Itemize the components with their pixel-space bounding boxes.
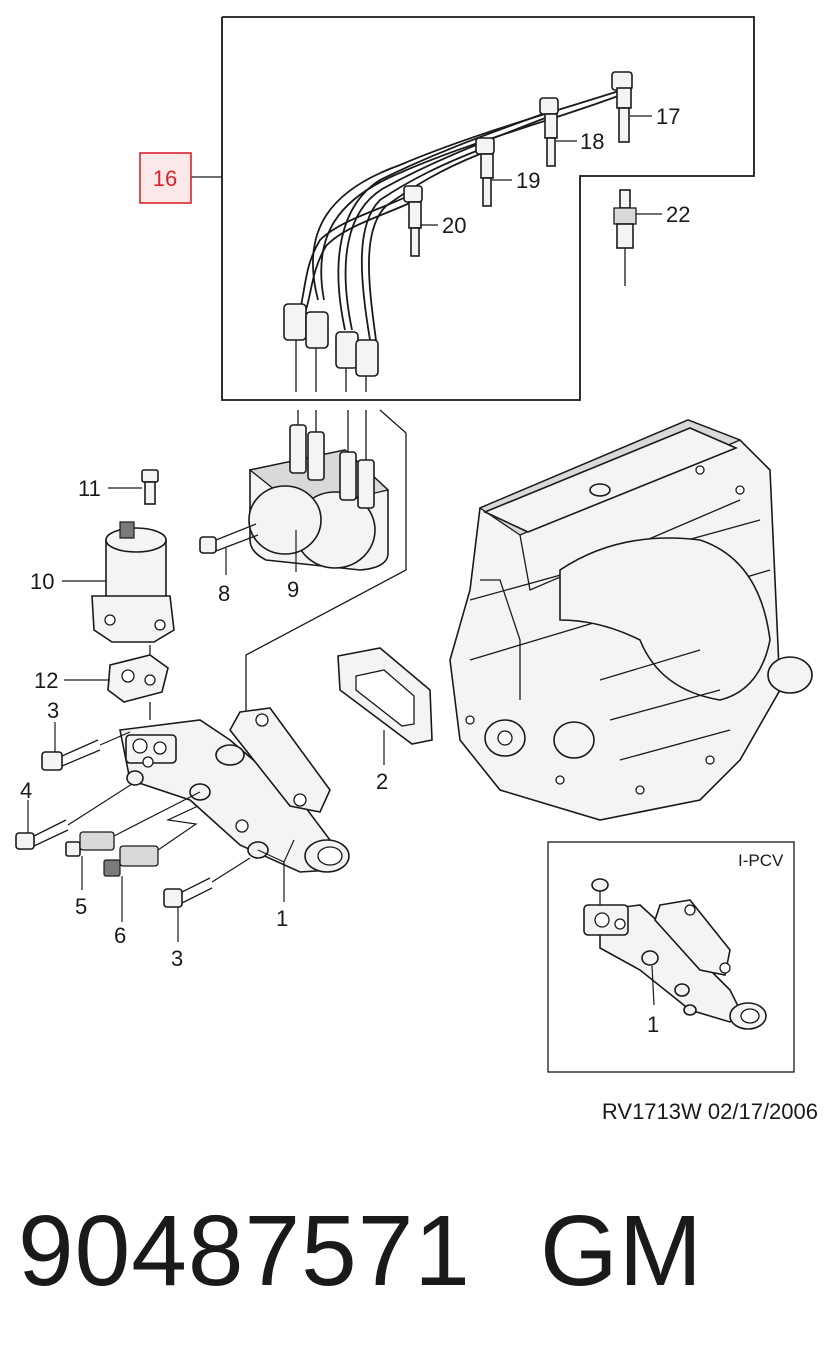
- ipcv-inset: [547, 841, 795, 1073]
- callout-17: 17: [656, 104, 680, 129]
- egr-gasket: [64, 645, 169, 720]
- callout-2: 2: [376, 769, 388, 794]
- ignition-coil: [245, 409, 407, 740]
- inset-callout-1: 1: [647, 1012, 659, 1037]
- callout-22: 22: [666, 202, 690, 227]
- callout-11: 11: [78, 476, 101, 501]
- wire-callout-leaders: [191, 115, 662, 226]
- egr-bolt: [108, 469, 159, 505]
- callout-16: 16: [153, 166, 177, 191]
- drawing-code: RV1713W 02/17/2006: [602, 1099, 818, 1124]
- egr-adapter-housing: [119, 707, 350, 902]
- callout-9: 9: [287, 577, 299, 602]
- callout-3a: 3: [47, 698, 59, 723]
- part-number: 90487571: [18, 1195, 471, 1307]
- pressure-sensor: [103, 805, 199, 922]
- housing-bolt-upper: [41, 722, 131, 771]
- manifold-gasket: [337, 647, 433, 765]
- callout-5: 5: [75, 894, 87, 919]
- engine-assembly: [449, 419, 813, 821]
- housing-bolt-left: [15, 783, 133, 850]
- callout-10: 10: [30, 569, 54, 594]
- callout-3b: 3: [171, 946, 183, 971]
- ignition-wire-set-group: [221, 16, 755, 401]
- callout-20: 20: [442, 213, 466, 238]
- brand-name: GM: [540, 1195, 703, 1307]
- temperature-sensor: [65, 791, 201, 890]
- callout-12: 12: [34, 668, 58, 693]
- callout-4: 4: [20, 778, 32, 803]
- callout-6: 6: [114, 923, 126, 948]
- coil-bolt: [199, 523, 259, 575]
- housing-bolt-lower: [163, 857, 251, 942]
- callout-8: 8: [218, 581, 230, 606]
- spark-plug: [613, 189, 637, 286]
- callout-18: 18: [580, 129, 604, 154]
- egr-valve: [62, 521, 175, 643]
- inset-title: I-PCV: [738, 851, 784, 870]
- highlighted-callout-box[interactable]: [139, 152, 192, 204]
- callout-19: 19: [516, 168, 540, 193]
- callout-1: 1: [276, 906, 288, 931]
